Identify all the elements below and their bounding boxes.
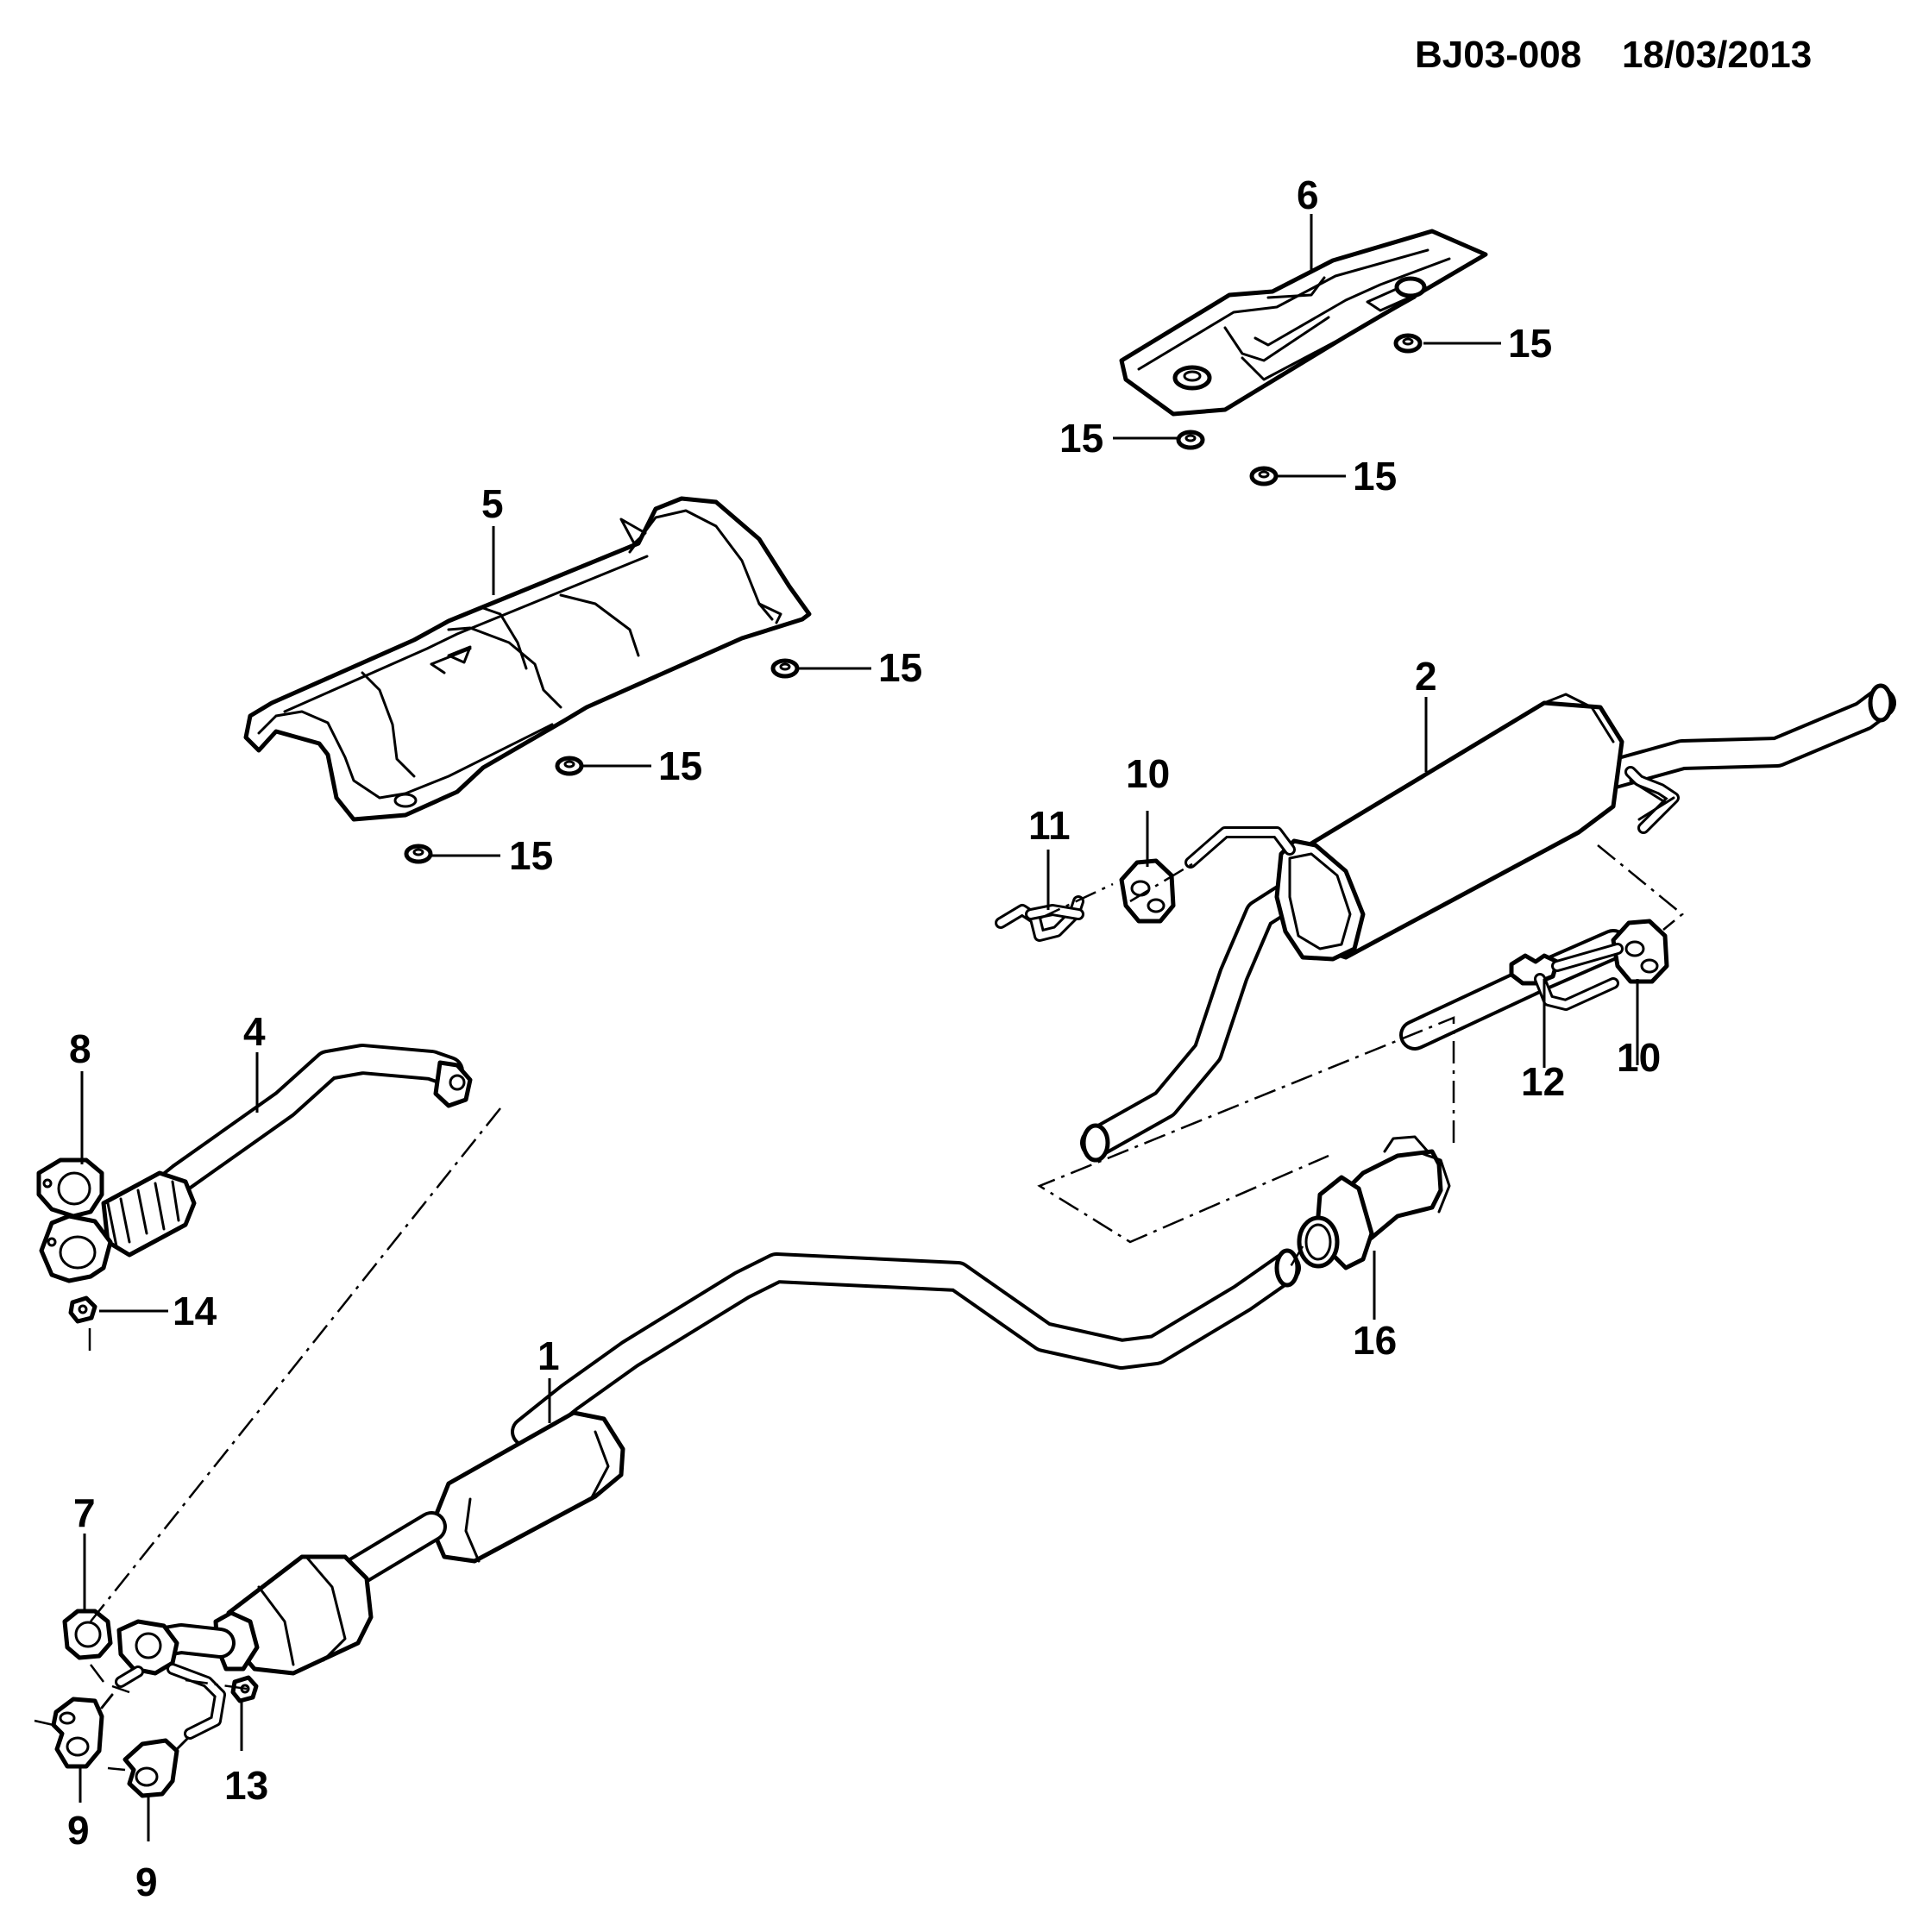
front-pipe-part-4[interactable] — [39, 1044, 473, 1283]
nut-part-14[interactable] — [68, 1295, 97, 1324]
rear-heat-shield-part-6[interactable] — [1119, 229, 1488, 417]
callout-9-a: 9 — [67, 1808, 90, 1853]
callout-15-f: 15 — [509, 833, 553, 878]
nut-part-15-e[interactable] — [555, 756, 584, 776]
callout-15-b: 15 — [1059, 416, 1103, 461]
callout-6: 6 — [1297, 172, 1319, 217]
nut-part-15-c[interactable] — [1249, 466, 1279, 486]
callout-11: 11 — [1028, 803, 1071, 848]
intermediate-pipe-catalyst-part-1[interactable] — [115, 1248, 1301, 1740]
callout-8: 8 — [69, 1026, 91, 1071]
diagram-code: BJ03-008 — [1415, 34, 1581, 76]
callout-15-a: 15 — [1508, 321, 1552, 366]
nut-part-15-d[interactable] — [770, 658, 800, 679]
callout-5: 5 — [481, 481, 504, 526]
nut-part-15-a[interactable] — [1393, 333, 1423, 354]
rear-muffler-part-2[interactable] — [1080, 683, 1896, 1163]
diagram-date: 18/03/2013 — [1622, 34, 1812, 76]
callout-10-b: 10 — [1617, 1035, 1661, 1080]
callout-4: 4 — [243, 1009, 266, 1054]
hanger-bracket-part-11[interactable] — [995, 895, 1084, 942]
callout-leaders — [79, 214, 1639, 1841]
callout-10-a: 10 — [1126, 751, 1170, 796]
callout-15-e: 15 — [658, 743, 702, 788]
callout-1: 1 — [537, 1333, 560, 1378]
callout-14: 14 — [173, 1289, 217, 1333]
callout-9-b: 9 — [135, 1860, 158, 1904]
callout-16: 16 — [1353, 1318, 1397, 1363]
rubber-hanger-part-9-b[interactable] — [123, 1736, 190, 1798]
nut-part-15-b[interactable] — [1176, 430, 1205, 450]
rubber-hanger-part-10-b[interactable] — [1611, 919, 1669, 984]
callout-15-d: 15 — [878, 645, 922, 690]
callout-7: 7 — [73, 1490, 96, 1535]
front-heat-shield-part-5[interactable] — [243, 496, 812, 822]
clamp-sleeve-part-16[interactable] — [1297, 1135, 1451, 1270]
gasket-part-8[interactable] — [36, 1157, 104, 1219]
nut-part-15-f[interactable] — [404, 844, 433, 864]
callout-15-c: 15 — [1353, 454, 1397, 499]
assembly-alignment-lines — [34, 844, 1684, 1772]
rubber-hanger-part-9-a[interactable] — [51, 1693, 114, 1769]
callout-13: 13 — [224, 1763, 268, 1808]
callout-2: 2 — [1415, 654, 1437, 699]
callout-12: 12 — [1521, 1059, 1565, 1104]
gasket-part-7[interactable] — [62, 1609, 113, 1660]
